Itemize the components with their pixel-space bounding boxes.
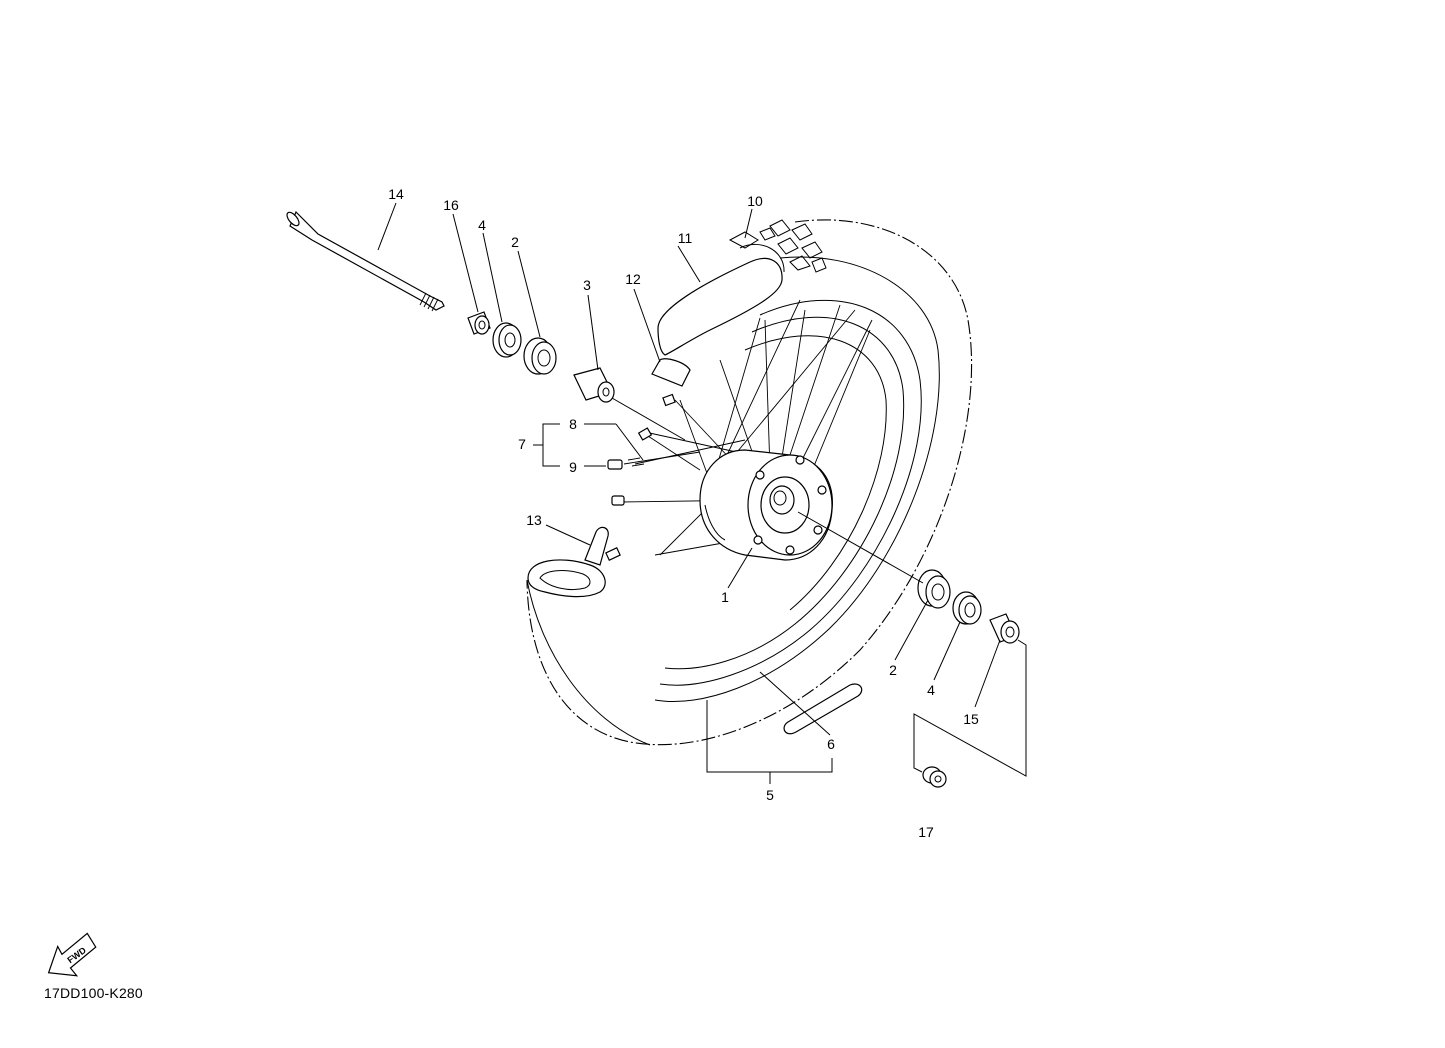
callout-oil-seal-left: 4 (478, 217, 486, 233)
callout-rim-assembly: 5 (766, 787, 774, 803)
tire (526, 219, 973, 746)
bearing-2-right (917, 569, 951, 609)
callout-spoke: 8 (569, 416, 577, 432)
callout-nipple: 9 (569, 459, 577, 475)
callout-bearing-left: 2 (511, 234, 519, 250)
spacer-3 (573, 367, 615, 403)
callout-tube: 13 (526, 512, 542, 528)
collar-16 (467, 311, 491, 335)
spokes (619, 299, 873, 556)
axle (286, 210, 445, 312)
callout-spoke-set: 7 (518, 436, 526, 452)
callout-spacer: 3 (583, 277, 591, 293)
rim-lock (651, 243, 785, 387)
callout-hub: 1 (721, 589, 729, 605)
callout-collar-17: 17 (918, 824, 934, 840)
callout-oil-seal-right: 4 (927, 682, 935, 698)
callout-rim-lock: 11 (677, 230, 693, 246)
collar-15 (989, 613, 1020, 644)
rim-band (783, 683, 863, 735)
fwd-arrow-icon: FWD (47, 932, 97, 977)
callout-rim-lock-nut: 12 (625, 271, 641, 287)
collar-17 (922, 766, 947, 788)
callout-collar-15: 15 (963, 711, 979, 727)
rim (659, 299, 922, 686)
spoke-set (607, 393, 701, 506)
oil-seal-4-left (492, 322, 522, 358)
callout-rim-band: 6 (827, 736, 835, 752)
leader-lines (377, 202, 1027, 784)
callout-axle: 14 (388, 186, 404, 202)
hub (699, 449, 833, 561)
oil-seal-4-right (952, 591, 982, 625)
callout-collar-16: 16 (443, 197, 459, 213)
callout-bearing-right: 2 (889, 662, 897, 678)
tube (527, 526, 621, 598)
tread-blocks (728, 219, 827, 273)
callout-tire: 10 (747, 193, 763, 209)
bearing-2-left (523, 337, 557, 375)
diagram-code: 17DD100-K280 (44, 985, 143, 1001)
